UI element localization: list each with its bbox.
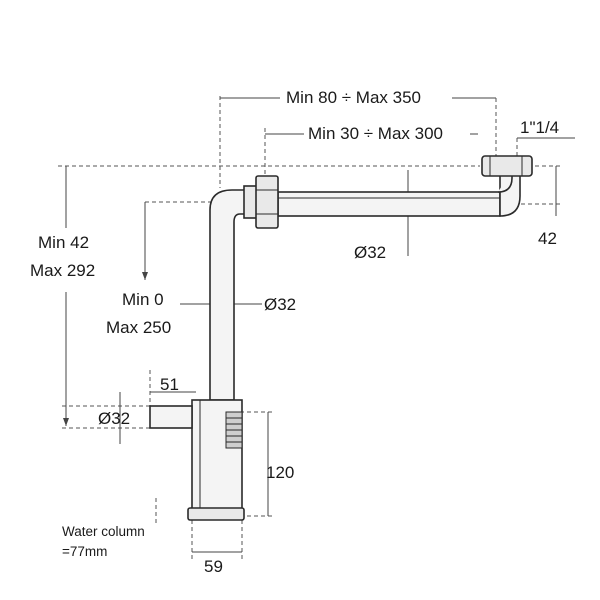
outlet-stub bbox=[149, 405, 193, 429]
label-inner-range-min: Min 0 bbox=[122, 290, 164, 309]
label-body-height: 120 bbox=[266, 463, 294, 482]
label-left-range-max: Max 292 bbox=[30, 261, 95, 280]
arrowhead-left bbox=[63, 418, 69, 426]
label-left-range-min: Min 42 bbox=[38, 233, 89, 252]
thread-nut bbox=[481, 155, 533, 177]
arrowhead-inner bbox=[142, 272, 148, 280]
slip-nut bbox=[255, 175, 279, 229]
left-elbow bbox=[209, 189, 259, 401]
label-top-range: Min 80 ÷ Max 350 bbox=[286, 88, 421, 107]
label-body-width: 59 bbox=[204, 557, 223, 576]
horizontal-pipe bbox=[277, 191, 501, 217]
label-thread: 1"1/4 bbox=[520, 118, 559, 137]
label-right-height: 42 bbox=[538, 229, 557, 248]
bottle-base bbox=[187, 507, 245, 521]
label-outlet-length: 51 bbox=[160, 375, 179, 394]
label-vertical-pipe-dia: Ø32 bbox=[264, 295, 296, 314]
label-water-column: Water column bbox=[62, 524, 145, 539]
label-outlet-dia: Ø32 bbox=[98, 409, 130, 428]
label-water-column-value: =77mm bbox=[62, 544, 107, 559]
label-horizontal-pipe-dia: Ø32 bbox=[354, 243, 386, 262]
label-second-range: Min 30 ÷ Max 300 bbox=[308, 124, 443, 143]
label-inner-range-max: Max 250 bbox=[106, 318, 171, 337]
